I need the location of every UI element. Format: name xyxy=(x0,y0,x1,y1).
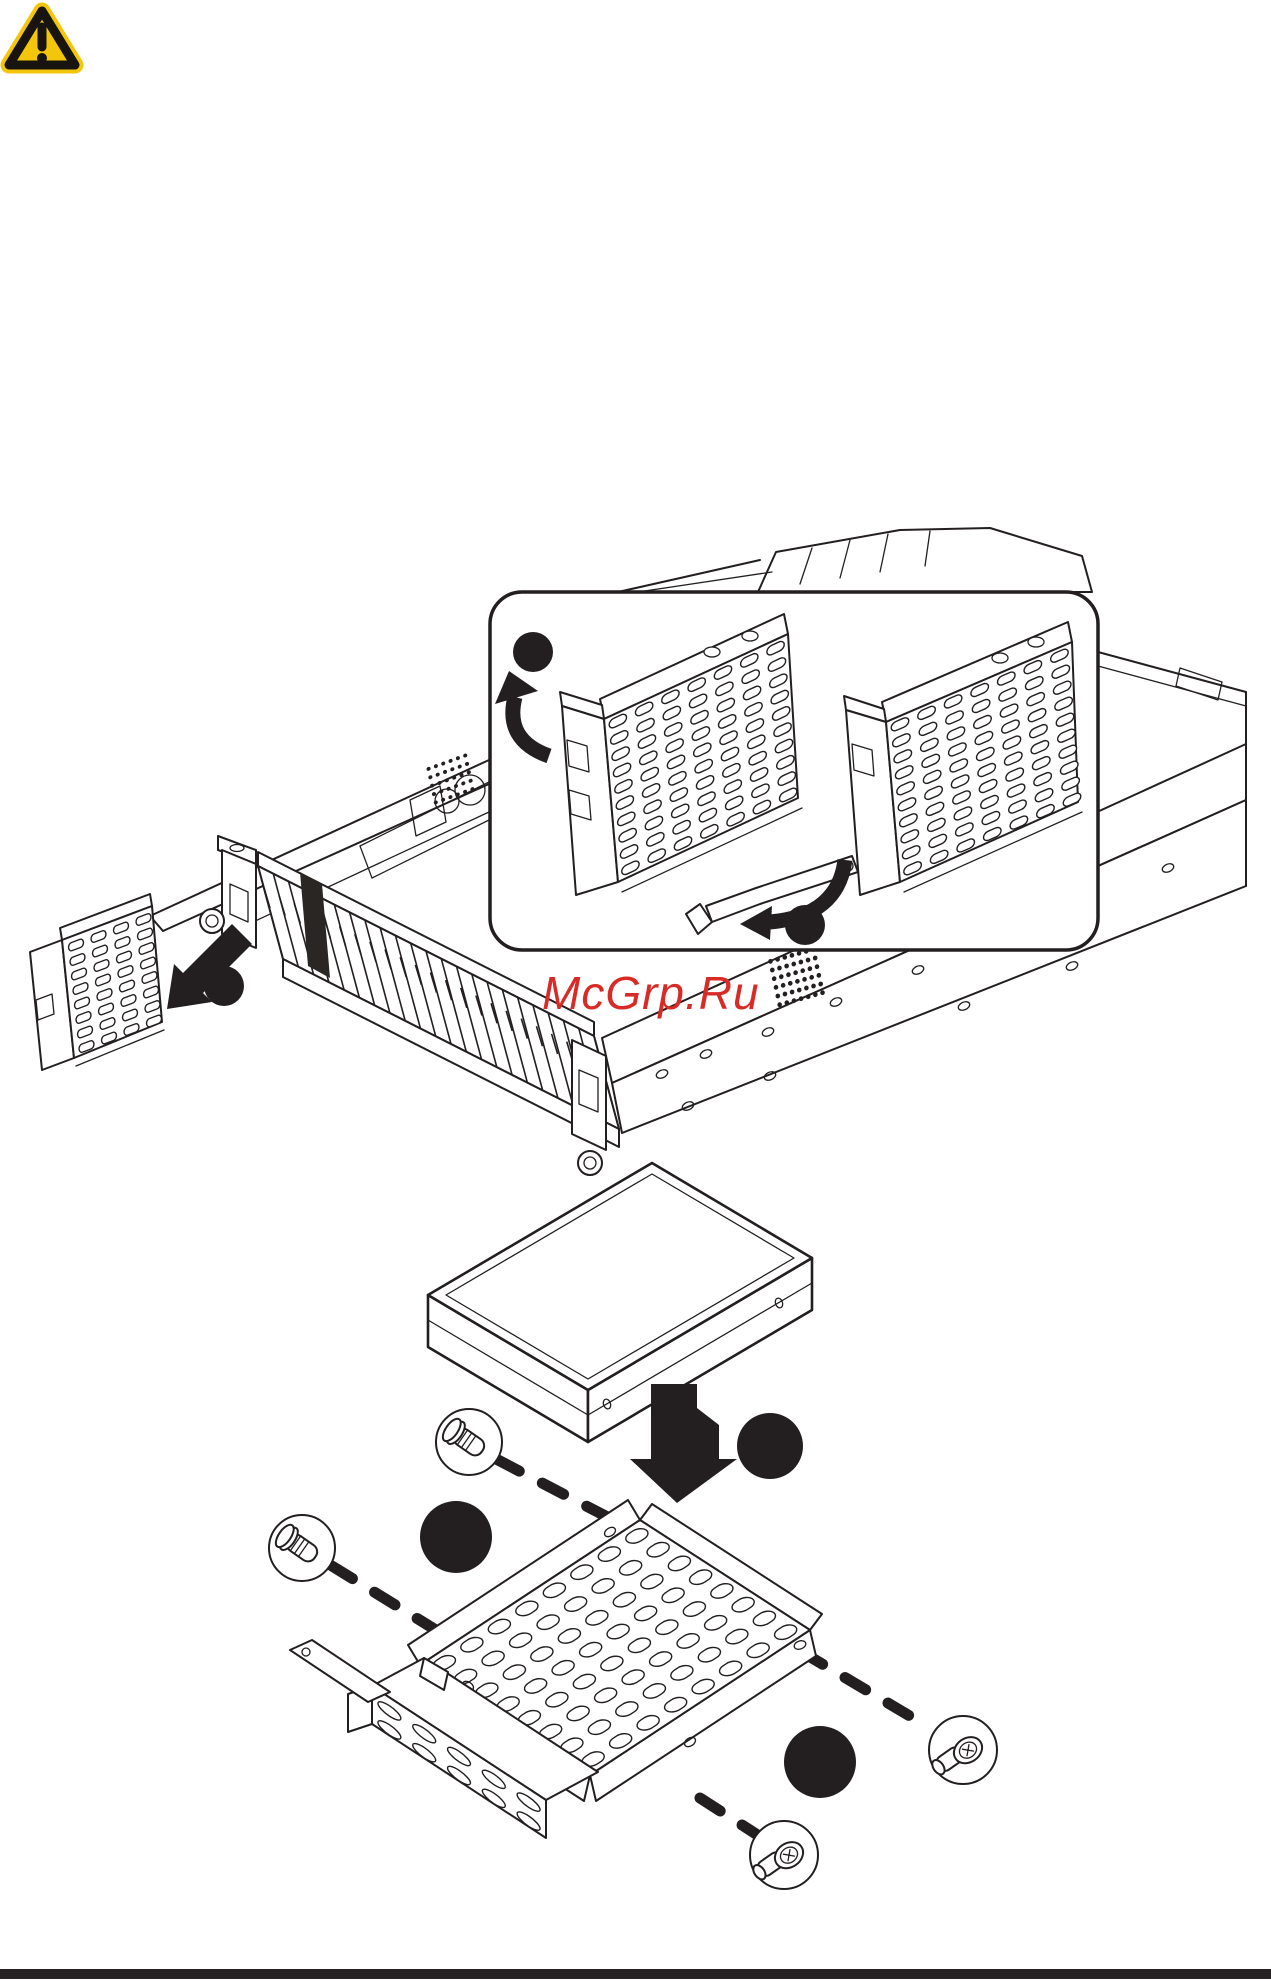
screw-callout xyxy=(749,1820,819,1890)
hdd-screw-hole xyxy=(774,1297,784,1309)
drive-bay-array xyxy=(257,851,620,1148)
insert-arrow-icon xyxy=(630,1384,737,1503)
tray-latch-handle xyxy=(289,1639,391,1703)
step-marker-dot xyxy=(737,1413,803,1479)
thumbscrew-icon xyxy=(199,908,225,934)
inset-tray-right xyxy=(685,622,1082,935)
dashed-guide xyxy=(796,1646,936,1734)
exclamation-dot xyxy=(37,53,47,63)
tray-release-lever xyxy=(685,855,859,935)
watermark-text: McGrp.Ru xyxy=(542,967,760,1019)
right-ear xyxy=(571,1039,607,1176)
chassis-interior-vents xyxy=(409,753,486,837)
step-marker-dot xyxy=(785,905,825,945)
step-marker-dot xyxy=(204,966,244,1006)
screw-callout xyxy=(928,1715,998,1785)
step-marker-dot xyxy=(513,632,553,672)
fan-icon xyxy=(454,774,486,806)
step-marker-dot xyxy=(420,1501,492,1573)
dashed-guide xyxy=(492,1454,646,1540)
warning-triangle-icon xyxy=(0,2,84,74)
screw-callout xyxy=(268,1514,336,1582)
step-marker-dot xyxy=(784,1726,856,1798)
hdd-install-diagram xyxy=(268,1161,998,1890)
dashed-guide xyxy=(694,1792,762,1840)
tray-bezel xyxy=(290,1640,598,1838)
empty-drive-slot xyxy=(300,872,330,978)
inset-tray-left xyxy=(560,614,802,895)
hdd-drive xyxy=(426,1161,814,1444)
footer-rule xyxy=(0,1969,1271,1979)
screw-callout xyxy=(435,1408,503,1476)
removal-arrow-icon xyxy=(167,924,252,1009)
rear-bracket xyxy=(617,527,1093,593)
hdd-screw-hole xyxy=(602,1398,612,1410)
inset-detail-panel xyxy=(490,592,1098,950)
removed-drive-tray xyxy=(30,894,164,1070)
thumbscrew-icon xyxy=(577,1150,603,1176)
dashed-guide xyxy=(326,1560,471,1654)
left-ear xyxy=(199,835,257,949)
lift-arrow-icon xyxy=(495,671,552,764)
drive-tray xyxy=(290,1500,822,1838)
latch-arrow-icon xyxy=(740,858,853,940)
fan-icon xyxy=(434,788,460,814)
